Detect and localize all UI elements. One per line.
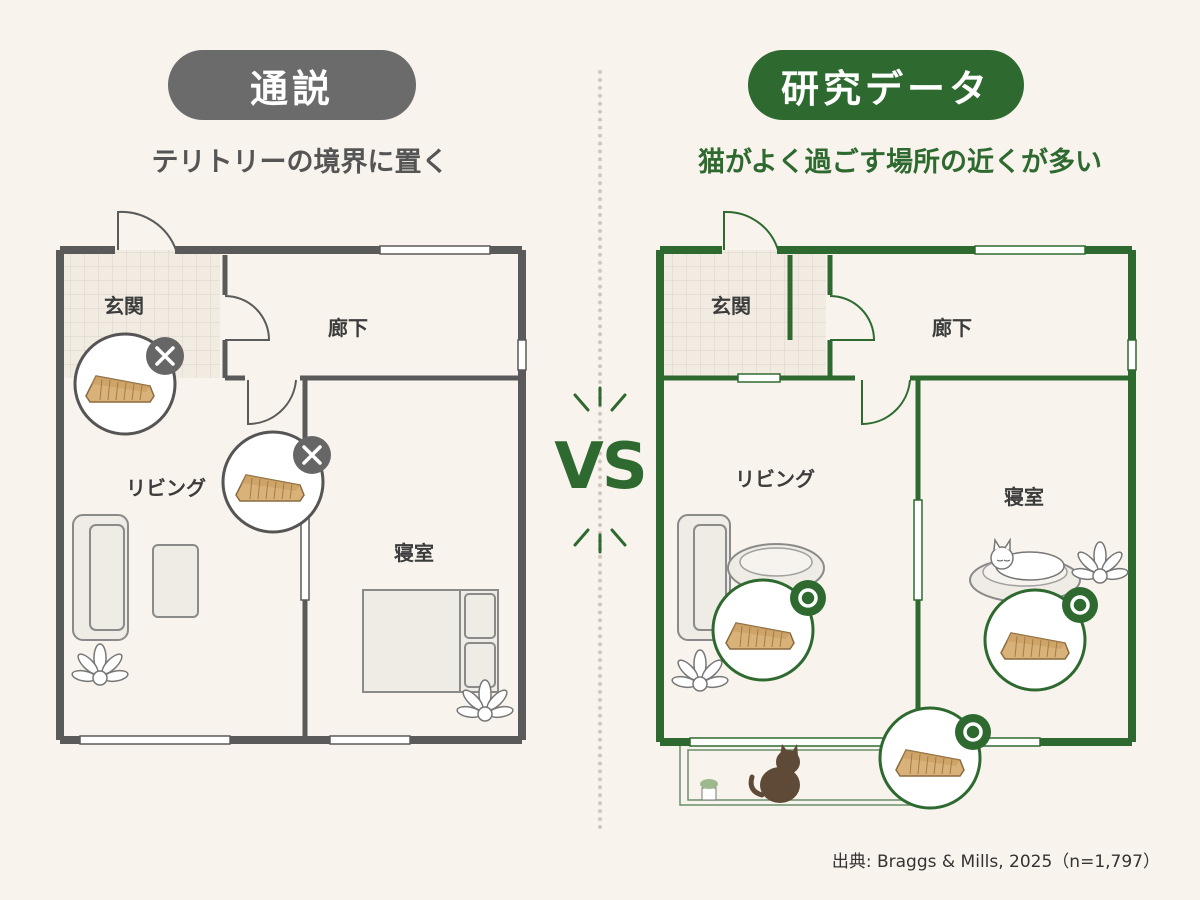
- scratcher-near-bedroom-cat-bed: [983, 587, 1098, 692]
- center-divider: [598, 70, 602, 830]
- left-room-bedroom: 寝室: [394, 541, 434, 565]
- common-belief-floor-plan: [56, 210, 527, 745]
- right-room-hallway: 廊下: [932, 316, 972, 340]
- scratcher-at-entrance-boundary: [73, 332, 184, 436]
- right-room-living: リビング: [735, 467, 815, 491]
- sleeping-cat-on-bed: [969, 537, 1081, 603]
- cat-on-balcony: [748, 744, 800, 803]
- research-data-badge: 研究データ: [748, 50, 1024, 120]
- source-citation: 出典: Braggs & Mills, 2025（n=1,797）: [831, 852, 1160, 872]
- common-belief-badge: 通説: [168, 50, 416, 120]
- research-data-subtitle: 猫がよく過ごす場所の近くが多い: [698, 147, 1102, 178]
- right-room-bedroom: 寝室: [1004, 485, 1044, 509]
- scratcher-near-balcony: [878, 706, 991, 810]
- circle-ok-icon: [790, 580, 826, 616]
- right-room-entrance: 玄関: [711, 294, 751, 318]
- scratcher-at-living-boundary: [221, 430, 331, 534]
- vs-burst-lines: [573, 386, 627, 554]
- left-room-hallway: 廊下: [328, 316, 368, 340]
- common-belief-subtitle: テリトリーの境界に置く: [151, 147, 449, 178]
- entrance-tile-floor: [660, 250, 826, 378]
- left-room-living: リビング: [126, 476, 206, 500]
- circle-ok-icon: [1062, 587, 1098, 623]
- research-data-floor-plan: [656, 210, 1137, 810]
- potted-plant-balcony: [700, 779, 718, 801]
- circle-ok-icon: [955, 714, 991, 750]
- scratcher-near-living-cat-bed: [711, 578, 826, 682]
- vs-label: VS: [554, 430, 648, 504]
- left-room-entrance: 玄関: [104, 294, 144, 318]
